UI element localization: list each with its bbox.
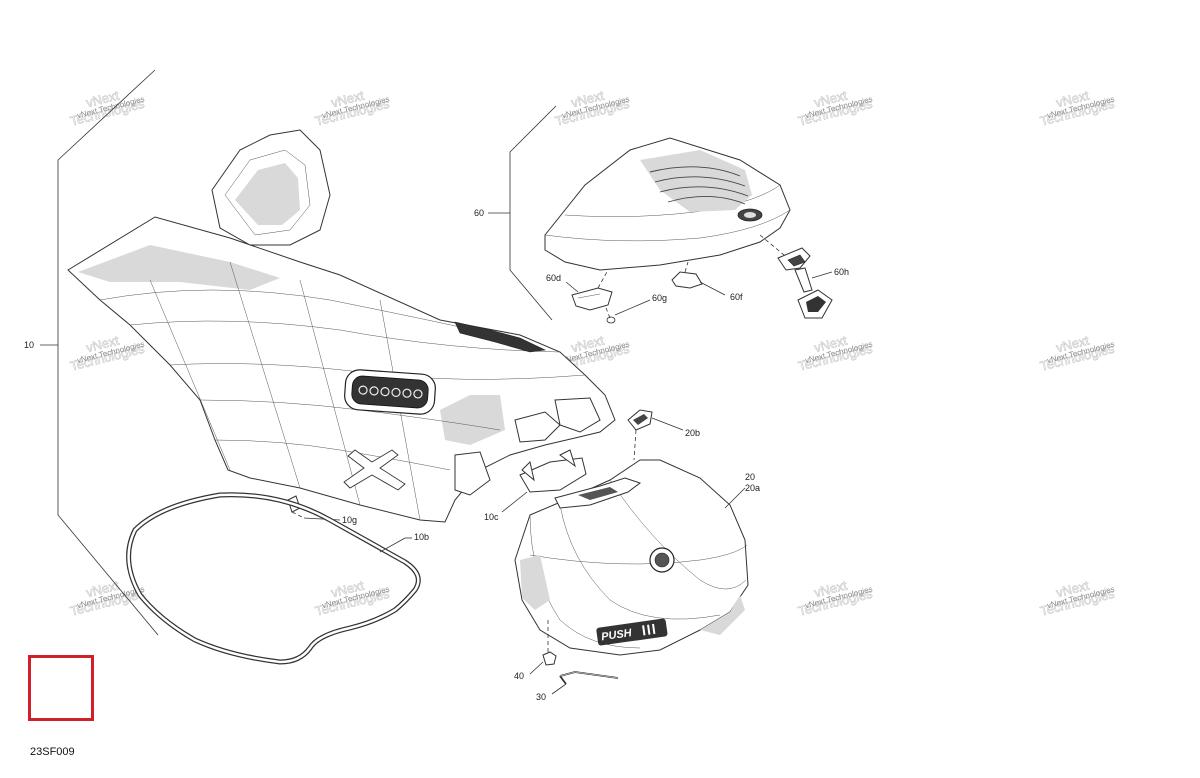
screw-60g: 60g bbox=[605, 293, 667, 324]
watermark: vNext Technologies vNext Technologies bbox=[796, 87, 874, 129]
svg-text:PUSH: PUSH bbox=[601, 627, 634, 643]
callout-20[interactable]: 20 bbox=[745, 472, 755, 482]
watermark: vNext Technologies vNext Technologies bbox=[1038, 577, 1116, 619]
watermark: vNext Technologies vNext Technologies bbox=[68, 332, 146, 374]
diagram-code: 23SF009 bbox=[30, 746, 75, 758]
callout-20a[interactable]: 20a bbox=[745, 483, 760, 493]
watermark: vNext Technologies vNext Technologies bbox=[553, 87, 631, 129]
nut-40: 40 bbox=[514, 620, 557, 681]
pin-30: 30 bbox=[536, 671, 619, 702]
latch-bracket-10c: 10c bbox=[484, 449, 587, 522]
latch-60h: 60h bbox=[759, 234, 849, 319]
watermark: vNext Technologies vNext Technologies bbox=[313, 87, 391, 129]
watermark: vNext Technologies vNext Technologies bbox=[313, 577, 391, 619]
rear-shell-20: PUSH 20 20a bbox=[514, 459, 760, 656]
assembly-bracket-10 bbox=[57, 69, 159, 636]
callout-60g[interactable]: 60g bbox=[652, 293, 667, 303]
latch-knob-20b: 20b bbox=[627, 409, 700, 461]
rear-pad-60 bbox=[544, 137, 791, 271]
callout-10c[interactable]: 10c bbox=[484, 512, 499, 522]
seat-gasket-10b: 10b bbox=[126, 492, 429, 665]
callout-20b[interactable]: 20b bbox=[685, 428, 700, 438]
watermark: vNext Technologies vNext Technologies bbox=[1038, 87, 1116, 129]
watermark: vNext Technologies vNext Technologies bbox=[796, 332, 874, 374]
seat-badge bbox=[344, 369, 436, 415]
callout-60d[interactable]: 60d bbox=[546, 273, 561, 283]
push-badge: PUSH bbox=[596, 618, 668, 646]
watermark: vNext Technologies vNext Technologies bbox=[796, 577, 874, 619]
x-emblem bbox=[343, 449, 406, 491]
callout-10[interactable]: 10 bbox=[24, 340, 34, 350]
callout-10b[interactable]: 10b bbox=[414, 532, 429, 542]
assembly-bracket-60 bbox=[509, 105, 557, 321]
main-seat bbox=[67, 129, 616, 523]
watermark: vNext Technologies vNext Technologies bbox=[1038, 332, 1116, 374]
bracket-60d: 60d bbox=[546, 269, 613, 311]
callout-30[interactable]: 30 bbox=[536, 692, 546, 702]
callout-40[interactable]: 40 bbox=[514, 671, 524, 681]
callout-60h[interactable]: 60h bbox=[834, 267, 849, 277]
callout-60[interactable]: 60 bbox=[474, 208, 484, 218]
callout-60f[interactable]: 60f bbox=[730, 292, 743, 302]
clip-60f: 60f bbox=[671, 261, 743, 302]
callout-10g[interactable]: 10g bbox=[342, 515, 357, 525]
highlight-marker bbox=[28, 655, 94, 721]
